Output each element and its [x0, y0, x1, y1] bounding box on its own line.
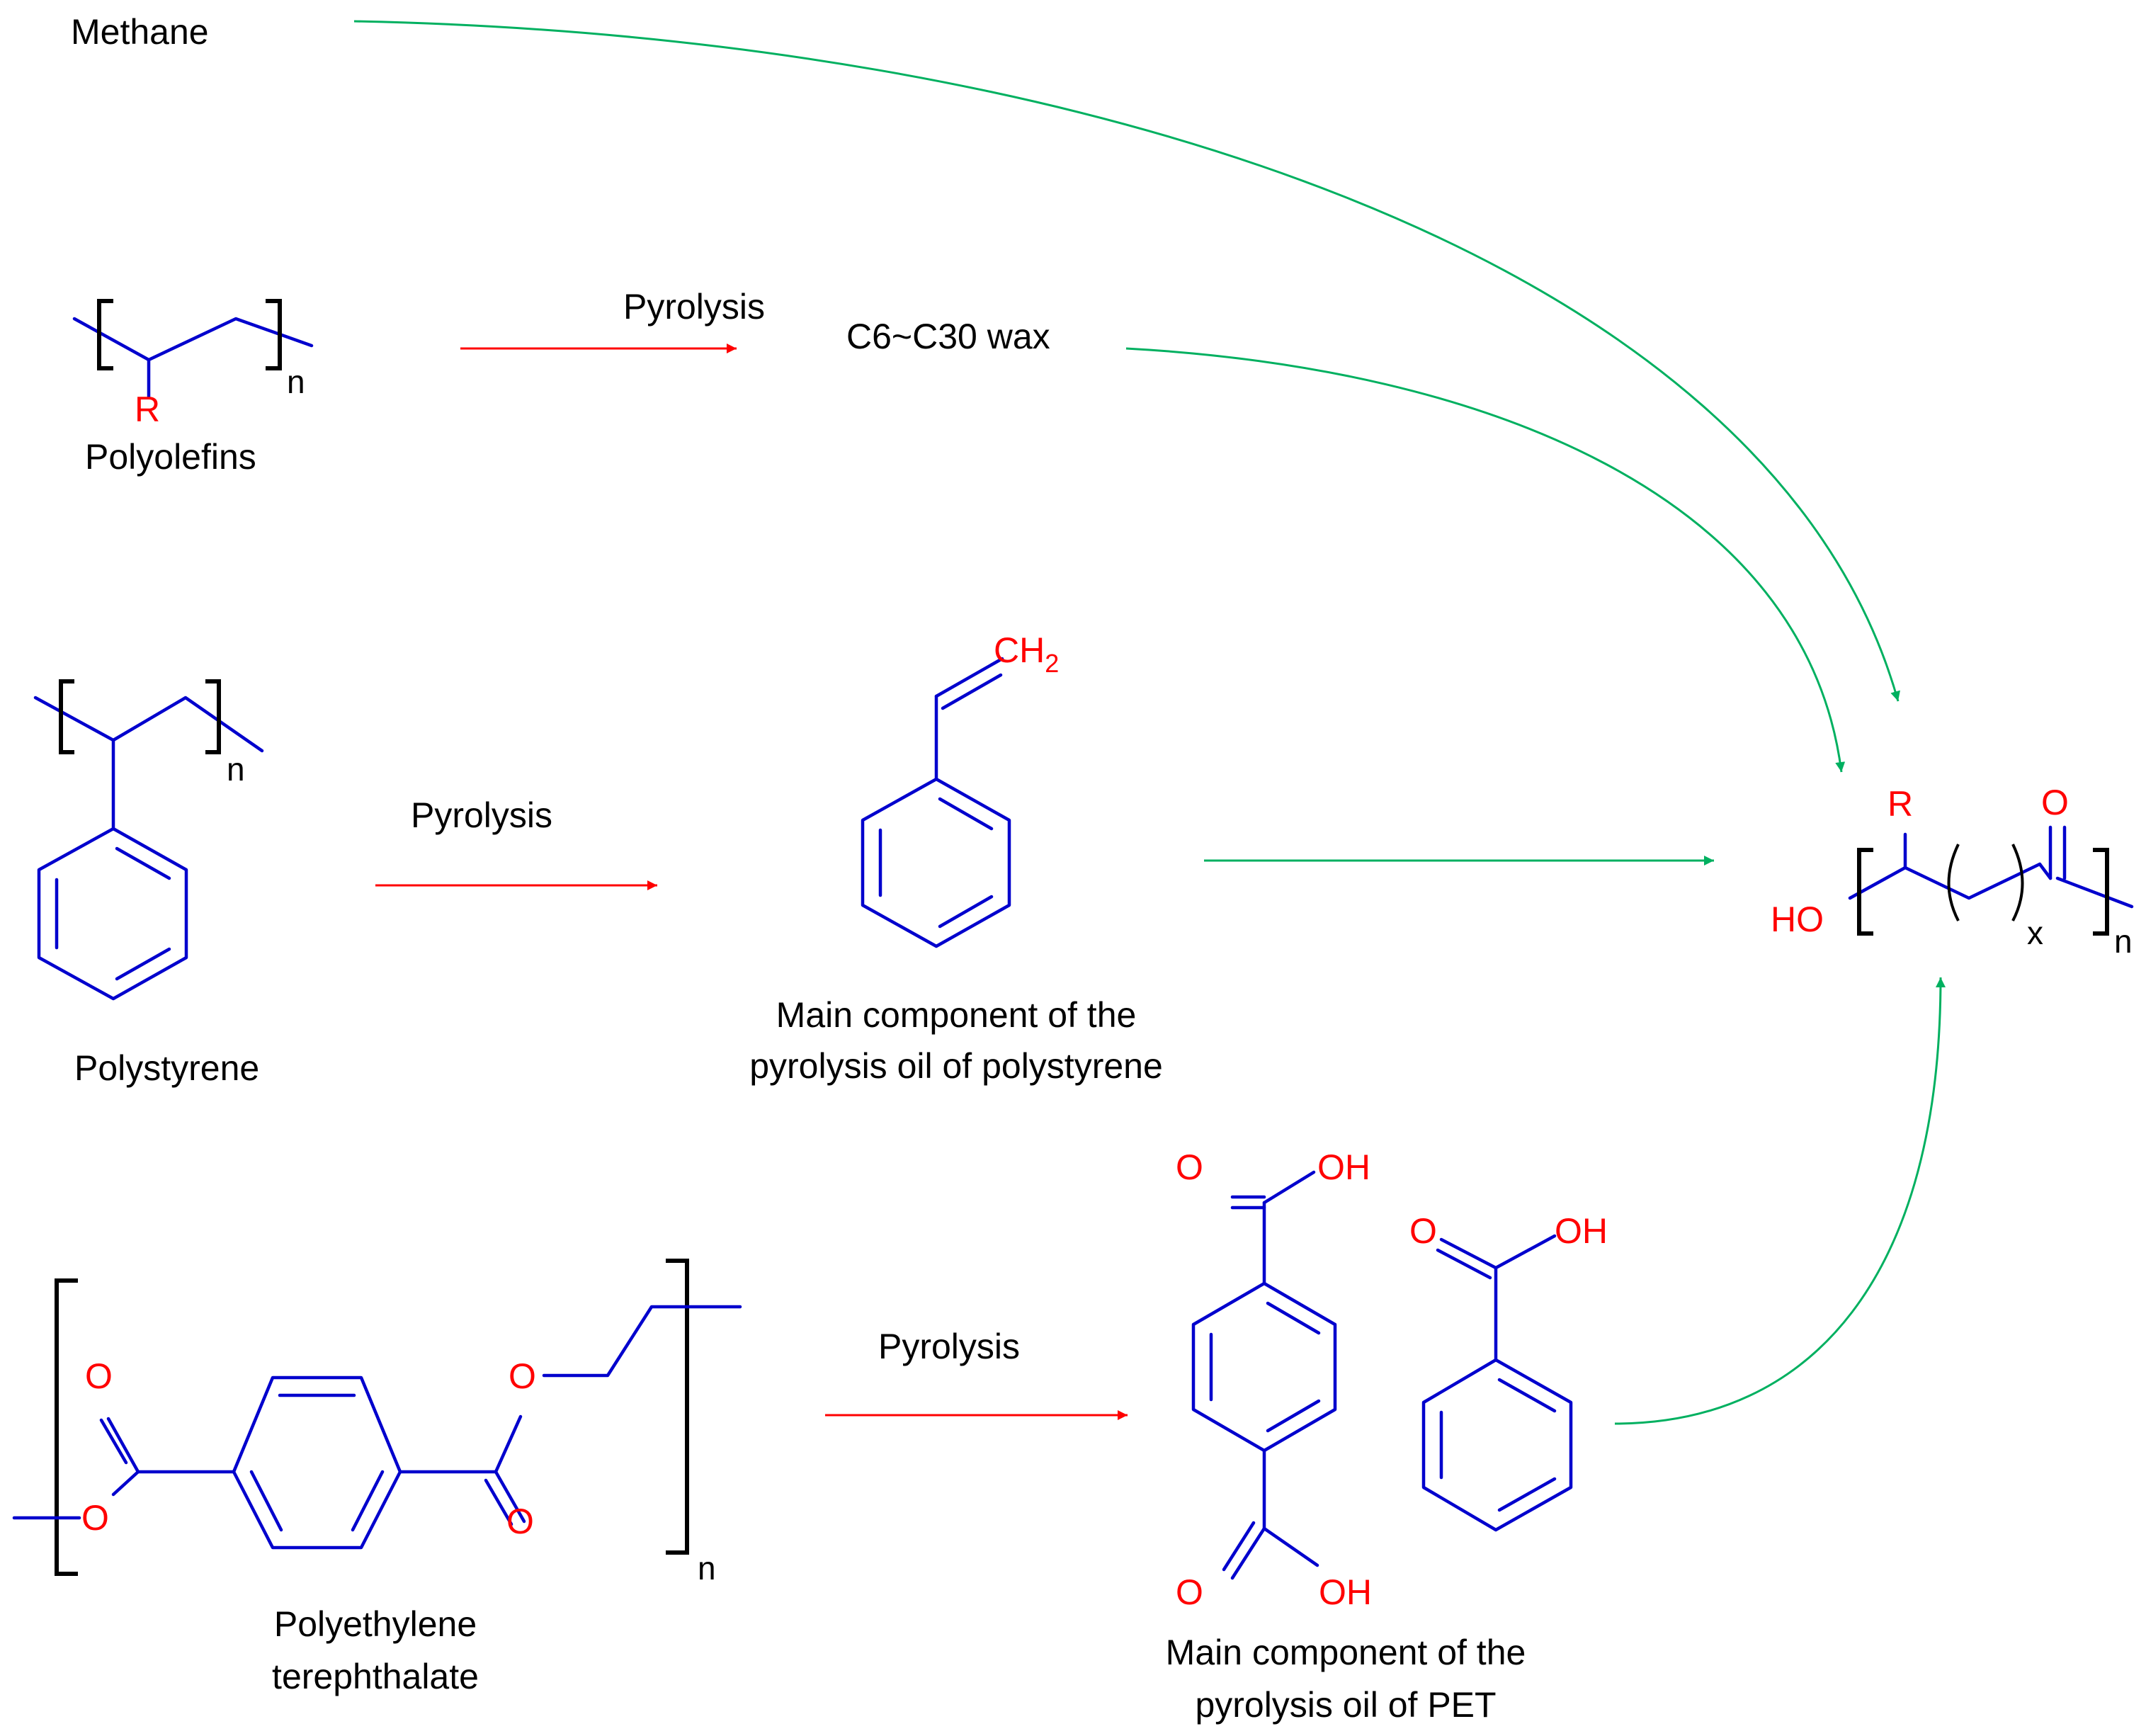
pet-carbonyl-o-1: O — [85, 1356, 113, 1396]
tpa-carbonyl-o-1: O — [1176, 1147, 1203, 1187]
product-n-subscript: n — [2114, 923, 2133, 960]
polyolefin-structure — [72, 299, 314, 399]
ps-oil-caption-line2: pyrolysis oil of polystyrene — [749, 1046, 1163, 1086]
pet-oil-to-product-arrow — [1614, 977, 1946, 1425]
polystyrene-n-subscript: n — [227, 751, 245, 788]
pet-ester-o-1: O — [81, 1498, 109, 1538]
polyolefin-n-subscript: n — [287, 363, 305, 400]
benzoic-carbonyl-o: O — [1409, 1211, 1437, 1251]
benzoic-hydroxyl: OH — [1555, 1211, 1608, 1251]
pet-structure — [12, 1259, 742, 1576]
polystyrene-label: Polystyrene — [74, 1048, 259, 1088]
product-x-subscript: x — [2027, 914, 2043, 951]
terephthalic-acid-structure — [1191, 1170, 1337, 1580]
pet-ester-o-2: O — [509, 1356, 536, 1396]
benzoic-acid-structure — [1421, 1234, 1573, 1532]
styrene-ch2-group: CH2 — [994, 630, 1059, 678]
product-r-group: R — [1887, 784, 1913, 824]
pyrolysis-label-2: Pyrolysis — [411, 795, 552, 835]
ps-oil-caption-line1: Main component of the — [776, 995, 1137, 1035]
pet-n-subscript: n — [698, 1550, 716, 1587]
tpa-hydroxyl-1: OH — [1317, 1147, 1370, 1187]
product-polyester-structure — [1848, 825, 2134, 936]
methane-label: Methane — [71, 12, 209, 52]
tpa-carbonyl-o-2: O — [1176, 1572, 1203, 1612]
pyrolysis-label-3: Pyrolysis — [878, 1327, 1020, 1366]
polyolefins-label: Polyolefins — [85, 437, 256, 477]
wax-to-product-arrow — [1125, 347, 1846, 773]
polyolefin-r-group: R — [135, 390, 160, 429]
pet-label-line1: Polyethylene — [274, 1604, 477, 1644]
tpa-hydroxyl-2: OH — [1319, 1572, 1372, 1612]
pet-oil-caption-line2: pyrolysis oil of PET — [1195, 1685, 1496, 1725]
pet-carbonyl-o-2: O — [506, 1502, 534, 1541]
polystyrene-structure — [33, 679, 264, 1001]
pet-oil-caption-line1: Main component of the — [1166, 1633, 1526, 1672]
product-carbonyl-o: O — [2041, 783, 2069, 822]
wax-label: C6~C30 wax — [846, 317, 1050, 356]
pyrolysis-label-1: Pyrolysis — [623, 287, 765, 327]
pet-label-line2: terephthalate — [272, 1657, 479, 1696]
styrene-structure — [861, 657, 1011, 948]
methane-to-product-arrow — [353, 20, 1900, 702]
product-hydroxyl: HO — [1771, 900, 1824, 939]
